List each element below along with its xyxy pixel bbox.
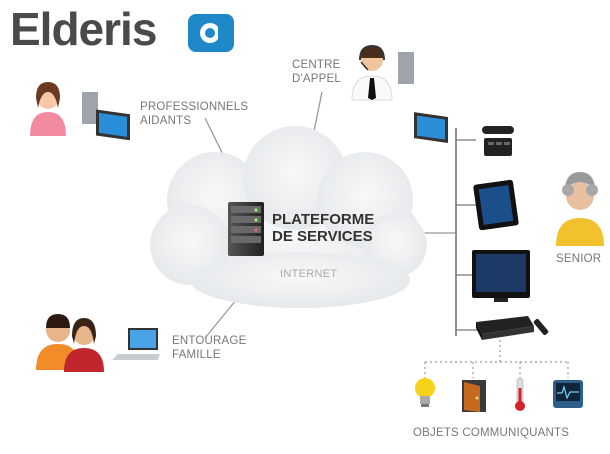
medical-monitor-icon: [553, 380, 583, 408]
entourage-line1: ENTOURAGE: [172, 335, 247, 347]
logo-mark-icon: [188, 14, 234, 52]
server-icon: [228, 202, 264, 256]
set-top-box-icon: [476, 316, 534, 340]
centre-line1: CENTRE: [292, 59, 341, 71]
professionnels-line2: AIDANTS: [140, 115, 192, 127]
internet-cloud: [150, 126, 427, 308]
professionnels-line1: PROFESSIONNELS: [140, 101, 249, 113]
internet-label: INTERNET: [280, 268, 338, 280]
senior-label: SENIOR: [556, 253, 602, 265]
entourage-line2: FAMILLE: [172, 349, 221, 361]
door-icon: [462, 380, 486, 412]
light-bulb-icon: [415, 378, 435, 407]
senior-person-icon: [556, 172, 604, 246]
person-female-icon: [30, 82, 66, 136]
family-icon: [36, 314, 104, 372]
computer-icon: [398, 52, 448, 143]
professionnels-label: PROFESSIONNELS AIDANTS: [140, 100, 248, 128]
tablet-icon: [473, 179, 519, 231]
plateforme-label: PLATEFORME DE SERVICES: [272, 211, 382, 245]
laptop-icon: [112, 328, 160, 360]
objets-label: OBJETS COMMUNIQUANTS: [413, 427, 570, 439]
phone-icon: [482, 126, 514, 156]
remote-control-icon: [533, 318, 549, 336]
computer-icon: [82, 92, 130, 141]
plateforme-line2: DE SERVICES: [272, 228, 373, 245]
logo-text: Elderis: [10, 3, 157, 55]
iot-dotted-links: [424, 340, 569, 378]
centre-label: CENTRE D'APPEL: [292, 58, 341, 86]
tv-icon: [472, 250, 530, 302]
call-center-agent-icon: [351, 44, 393, 101]
centre-line2: D'APPEL: [292, 73, 341, 85]
plateforme-line1: PLATEFORME: [272, 211, 375, 228]
thermometer-icon: [515, 377, 525, 411]
entourage-label: ENTOURAGE FAMILLE: [172, 334, 246, 362]
